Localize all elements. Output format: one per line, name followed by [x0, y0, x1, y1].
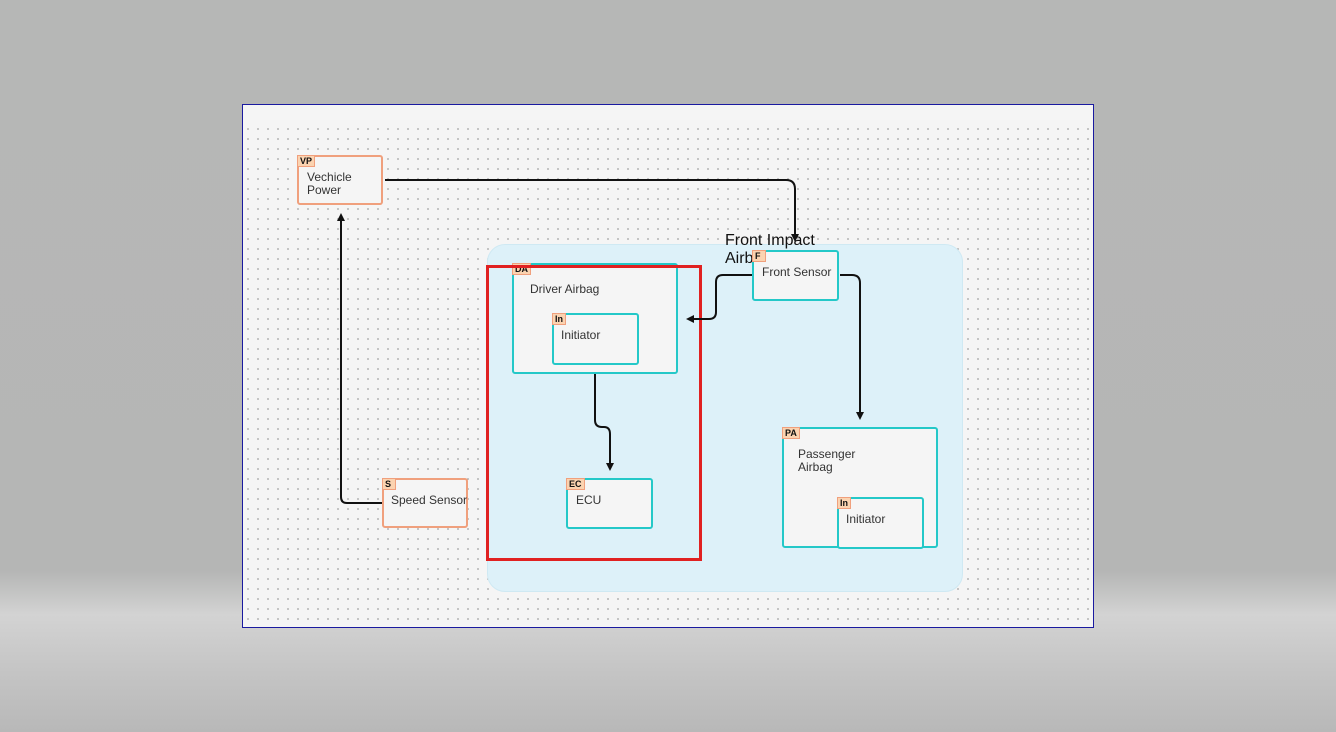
connectors-layer: [337, 179, 864, 504]
connector-driver-airbag-to-ecu[interactable]: [594, 374, 614, 471]
node-tag: EC: [566, 478, 585, 490]
node-label: Initiator: [846, 512, 886, 526]
diagram-frame: Front Impact Airbag Sys VP Vechicle Powe…: [242, 104, 1094, 628]
connector-front-sensor-to-passenger-airbag[interactable]: [840, 274, 864, 420]
node-speed-sensor[interactable]: S Speed Sensor: [382, 478, 468, 528]
selection-highlight: [486, 265, 702, 561]
node-label: Initiator: [561, 328, 601, 342]
node-label: Vechicle Power: [307, 170, 352, 197]
node-label: ECU: [576, 493, 602, 507]
node-tag: VP: [297, 155, 316, 167]
node-label: Speed Sensor: [391, 493, 468, 507]
node-tag: S: [382, 478, 396, 490]
node-label: Passenger Airbag: [798, 447, 856, 474]
node-passenger-initiator[interactable]: In Initiator: [837, 497, 924, 549]
node-tag: In: [552, 313, 566, 325]
node-tag: In: [837, 497, 851, 509]
diagram-canvas[interactable]: Front Impact Airbag Sys VP Vechicle Powe…: [243, 124, 1093, 627]
connector-vehicle-power-to-front-sensor[interactable]: [385, 179, 799, 242]
node-ecu[interactable]: EC ECU: [566, 478, 653, 529]
node-passenger-airbag[interactable]: PA Passenger Airbag In Initiator: [782, 427, 938, 549]
node-label: Front Sensor: [762, 265, 832, 279]
connector-speed-to-vehicle-power[interactable]: [337, 213, 382, 504]
connector-front-sensor-to-driver-airbag[interactable]: [686, 274, 752, 323]
node-driver-initiator[interactable]: In Initiator: [552, 313, 639, 365]
node-label: Driver Airbag: [530, 282, 600, 296]
node-tag: F: [752, 250, 766, 262]
node-tag: PA: [782, 427, 800, 439]
node-front-sensor[interactable]: F Front Sensor: [752, 250, 839, 301]
node-vehicle-power[interactable]: VP Vechicle Power: [297, 155, 383, 205]
node-driver-airbag[interactable]: DA Driver Airbag In Initiator: [512, 263, 678, 374]
